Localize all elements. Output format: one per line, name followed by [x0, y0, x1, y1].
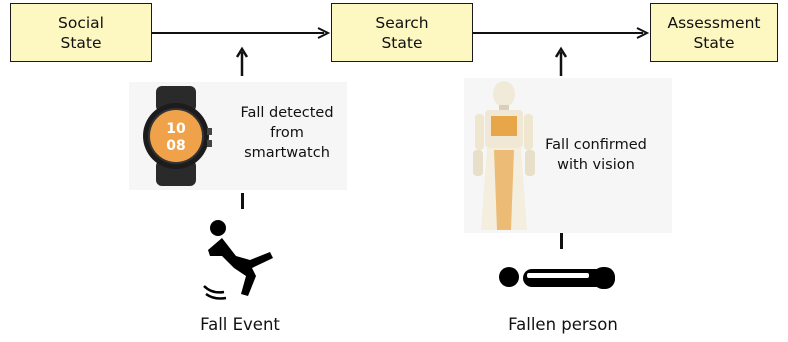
falling-person-icon [203, 220, 273, 300]
fallen-person-caption: Fallen person [508, 315, 618, 334]
assessment-state-box: Assessment State [650, 3, 778, 62]
fallen-person-icon [499, 267, 615, 289]
robot-image [473, 81, 535, 230]
fall-event-connector [241, 193, 244, 209]
smartwatch-panel-text: Fall detected from smartwatch [240, 105, 334, 161]
fall-event-caption: Fall Event [200, 315, 280, 334]
vision-panel-text: Fall confirmed with vision [545, 137, 647, 173]
search-state-label: Search State [375, 13, 429, 52]
social-state-label: Social State [58, 13, 104, 52]
svg-text:08: 08 [166, 138, 185, 154]
search-state-box: Search State [331, 3, 473, 62]
fallen-person-connector [560, 233, 563, 249]
smartwatch-image: 10 08 [143, 86, 212, 186]
svg-text:10: 10 [166, 121, 186, 137]
social-state-box: Social State [10, 3, 152, 62]
assessment-state-label: Assessment State [667, 13, 761, 52]
